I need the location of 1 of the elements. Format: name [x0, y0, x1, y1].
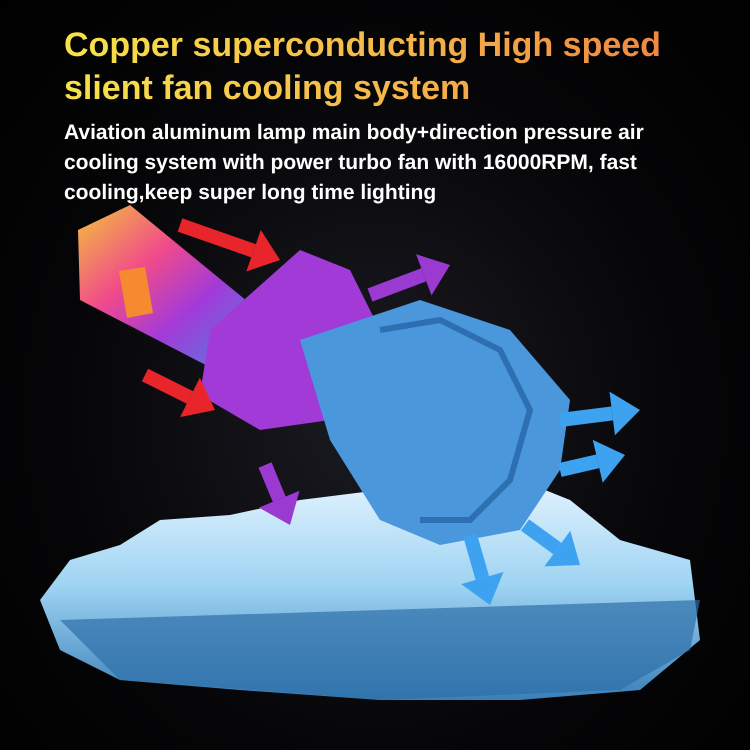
description-text: Aviation aluminum lamp main body+direction pressure air cooling system with power turbo fan with 16000RPM, fast cooling,keep super long time lighting	[64, 120, 645, 206]
